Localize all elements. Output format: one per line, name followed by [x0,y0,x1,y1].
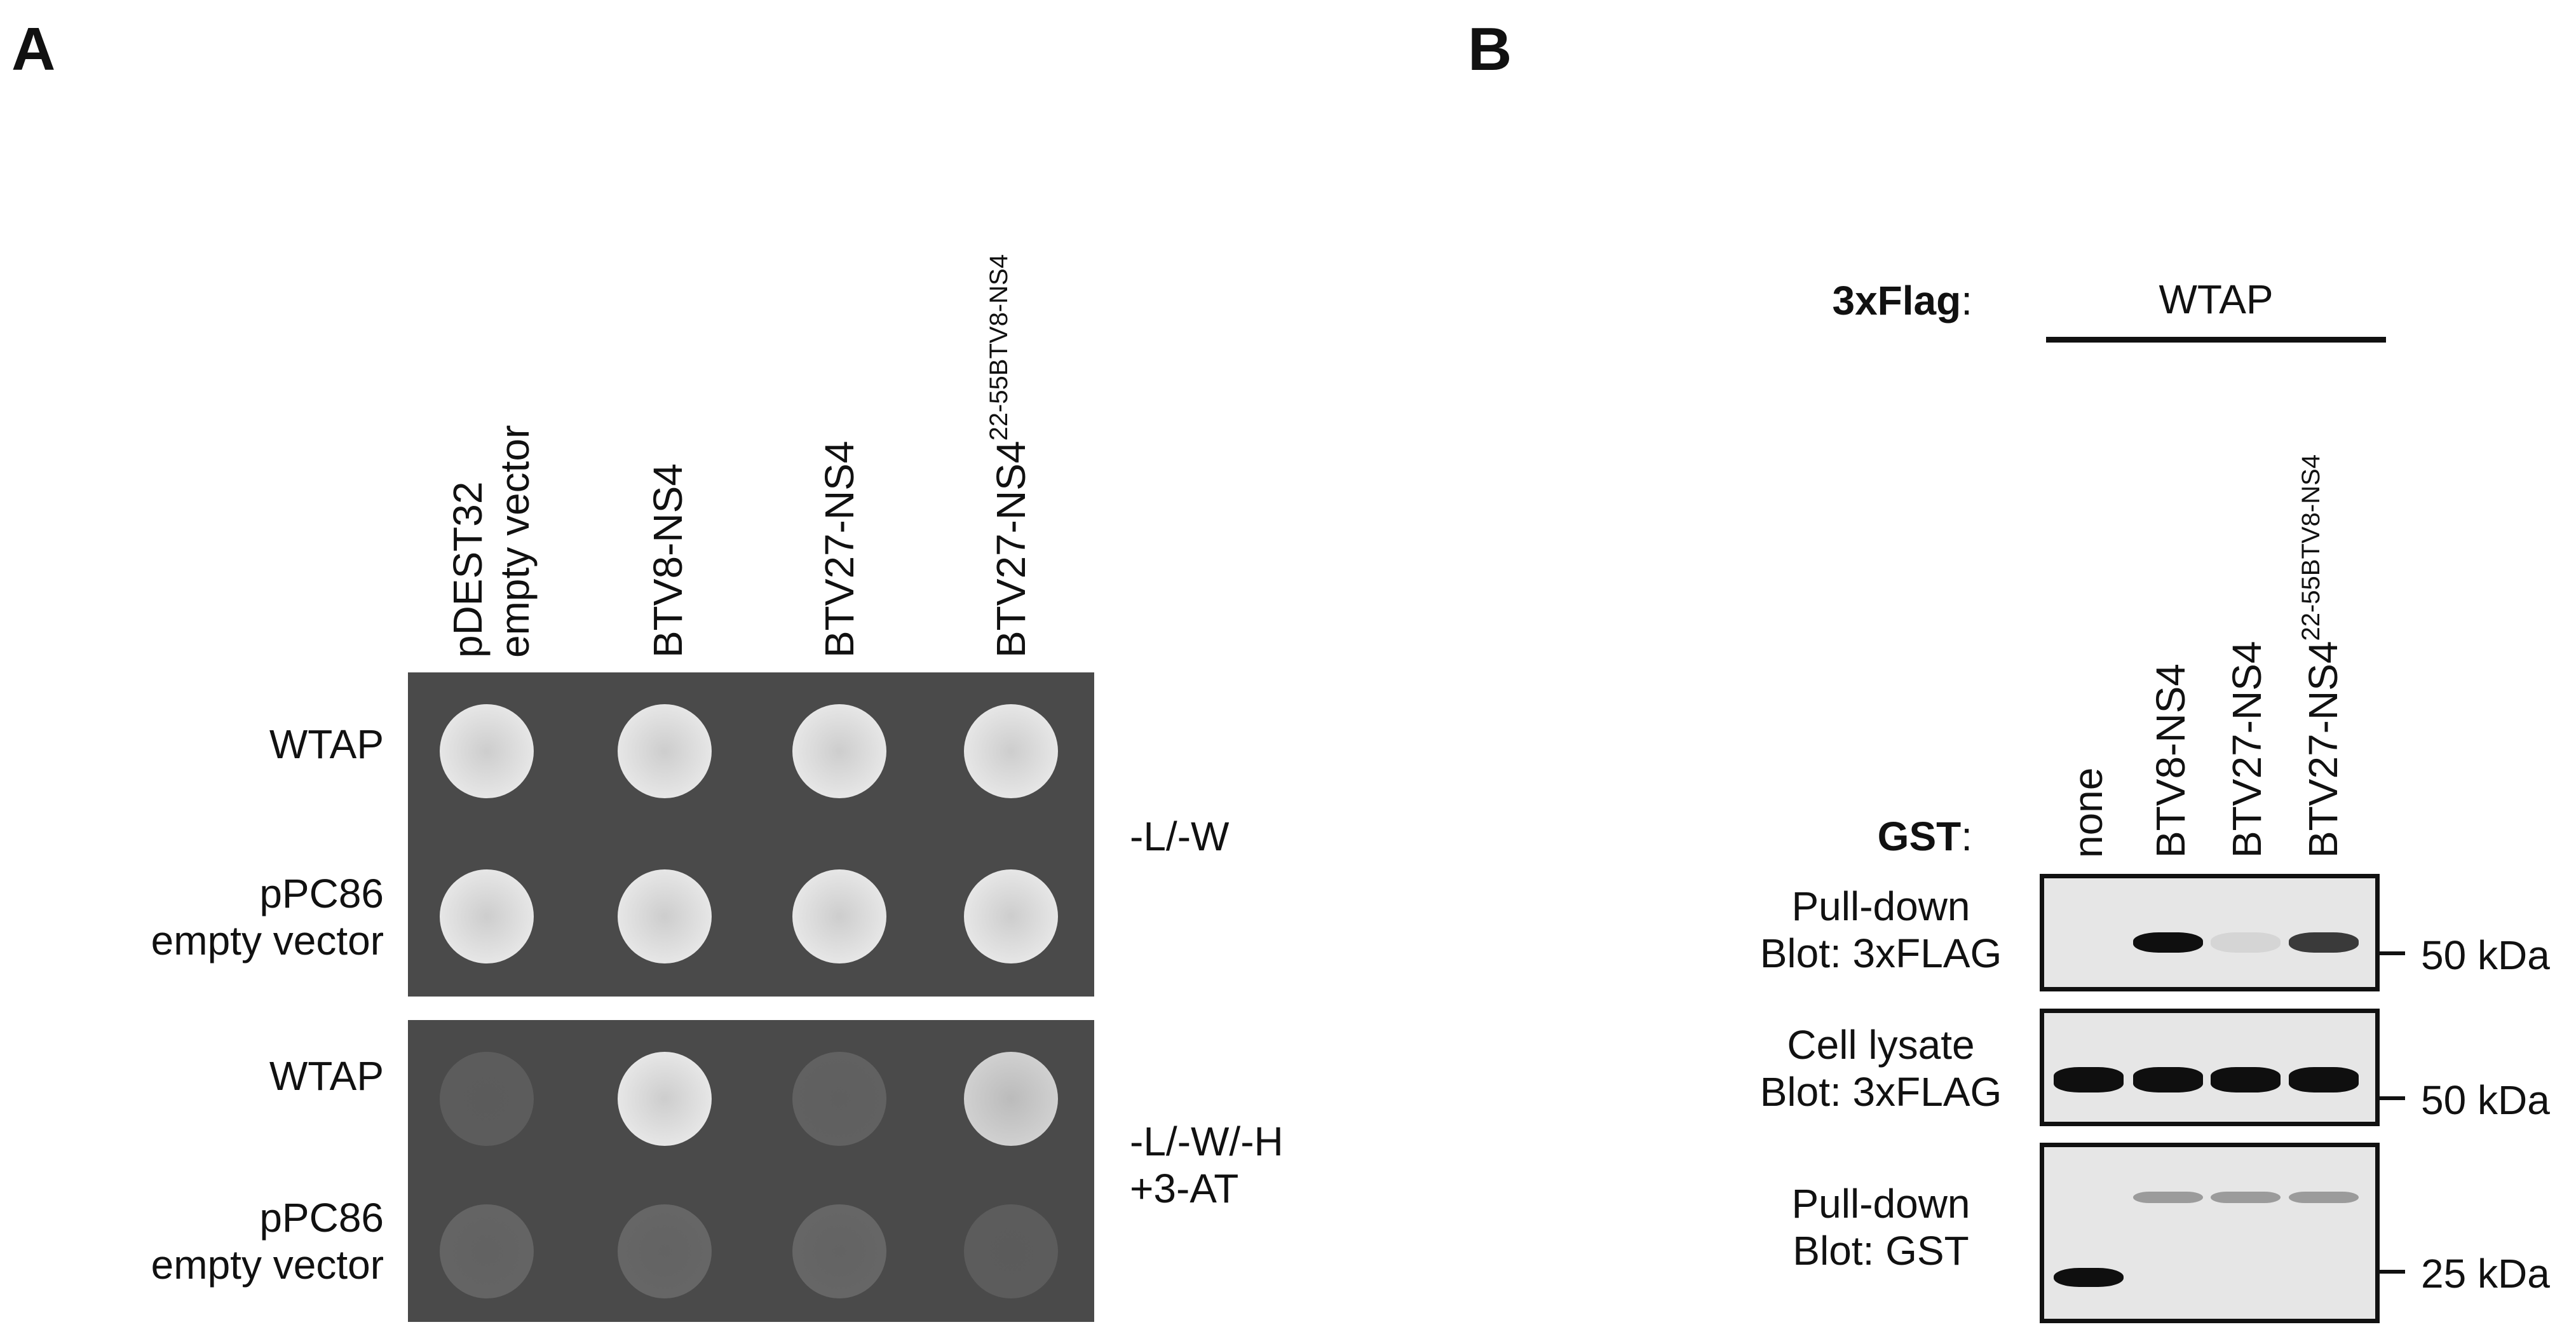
blot-label-pulldown-flag: Pull-down Blot: 3xFLAG [1747,883,2014,977]
lane-label-text: none [2065,767,2111,858]
blot-label-pulldown-gst: Pull-down Blot: GST [1747,1181,2014,1274]
gst-label-text: GST [1877,813,1962,859]
column-label-line: pDEST32 [445,481,491,658]
lane-label-btv27-ns4-chimera: BTV27-NS422-55BTV8-NS4 [2297,454,2347,858]
blot-pulldown-flag [2040,874,2380,991]
marker-tick [2380,1270,2405,1274]
marker-50kda: 50 kDa [2421,932,2550,978]
colony [440,704,534,798]
lane-label-text: BTV8-NS4 [2148,664,2193,858]
band [2054,932,2124,953]
blot-label-line: Pull-down [1791,1181,1970,1227]
lane-label-btv27-ns4: BTV27-NS4 [2224,641,2271,858]
column-label-btv27-ns4-chimera: BTV27-NS422-55BTV8-NS4 [985,254,1035,658]
row-label-line: empty vector [151,1241,384,1288]
colony [792,1204,886,1298]
media-label-line: -L/-W [1130,813,1230,859]
colony [792,1052,886,1146]
blot-pulldown-gst [2040,1143,2380,1323]
flag-label-text: 3xFlag [1832,278,1962,323]
row-label-wtap: WTAP [269,721,384,768]
row-label-wtap: WTAP [269,1053,384,1100]
lane-label-btv8-ns4: BTV8-NS4 [2148,664,2195,858]
band [2211,932,2281,953]
colony [618,704,712,798]
lane-label-none: none [2065,768,2112,858]
band [2054,1067,2124,1092]
colony [618,1204,712,1298]
flag-label: 3xFlag: [1832,278,1972,325]
flag-bracket-line [2046,337,2386,343]
marker-25kda: 25 kDa [2421,1251,2550,1297]
colony [440,1052,534,1146]
blot-label-line: Blot: 3xFLAG [1759,930,2002,976]
lane-label-text: BTV27-NS4 [2224,641,2270,858]
gst-label-colon: : [1961,813,1972,859]
band [2133,1192,2203,1203]
panel-a-letter: A [11,15,56,83]
band [2289,1192,2359,1203]
column-label-btv8-ns4: BTV8-NS4 [645,463,692,658]
bottom-plate [408,1020,1094,1322]
lane-label-superscript: 22-55BTV8-NS4 [2297,454,2325,641]
row-label-line: WTAP [269,721,384,767]
band [2289,932,2359,953]
colony [964,1052,1058,1146]
blot-label-line: Pull-down [1791,883,1970,929]
marker-50kda: 50 kDa [2421,1077,2550,1123]
panel-b-letter: B [1468,15,1512,83]
band [2289,1067,2359,1092]
column-label-empty-vector: pDEST32 empty vector [445,425,538,658]
top-plate [408,672,1094,997]
gst-label: GST: [1878,813,1972,861]
media-label-bottom: -L/-W/-H +3-AT [1130,1119,1284,1212]
lane-label-text: BTV27-NS4 [2300,641,2346,858]
column-label-text: BTV8-NS4 [645,463,691,658]
flag-value-wtap: WTAP [2159,276,2274,322]
column-label-superscript: 22-55BTV8-NS4 [985,254,1013,441]
colony [964,869,1058,963]
column-label-btv27-ns4: BTV27-NS4 [817,441,864,658]
blot-label-line: Blot: GST [1793,1227,1969,1274]
colony [792,869,886,963]
band [2211,1192,2281,1203]
media-label-top: -L/-W [1130,813,1229,861]
colony [440,869,534,963]
colony [440,1204,534,1298]
row-label-empty-vector: pPC86 empty vector [151,871,384,964]
band [2133,1067,2203,1092]
blot-lysate-flag [2040,1009,2380,1126]
row-label-empty-vector: pPC86 empty vector [151,1195,384,1288]
blot-label-line: Blot: 3xFLAG [1759,1068,2002,1115]
colony [792,704,886,798]
media-label-line: +3-AT [1130,1165,1239,1211]
media-label-line: -L/-W/-H [1130,1119,1284,1164]
row-label-line: pPC86 [259,1195,384,1241]
band [2133,932,2203,953]
band [2211,1067,2281,1092]
colony [964,704,1058,798]
marker-tick [2380,951,2405,955]
blot-label-lysate-flag: Cell lysate Blot: 3xFLAG [1747,1022,2014,1115]
row-label-line: empty vector [151,917,384,963]
band [2054,1268,2124,1287]
column-label-text: BTV27-NS4 [988,440,1034,658]
marker-tick [2380,1096,2405,1100]
colony [618,1052,712,1146]
blot-label-line: Cell lysate [1787,1022,1975,1068]
colony [964,1204,1058,1298]
colony [618,869,712,963]
flag-label-colon: : [1961,278,1972,323]
column-label-line: empty vector [491,425,538,658]
row-label-line: WTAP [269,1053,384,1099]
row-label-line: pPC86 [259,871,384,916]
column-label-text: BTV27-NS4 [817,440,862,658]
